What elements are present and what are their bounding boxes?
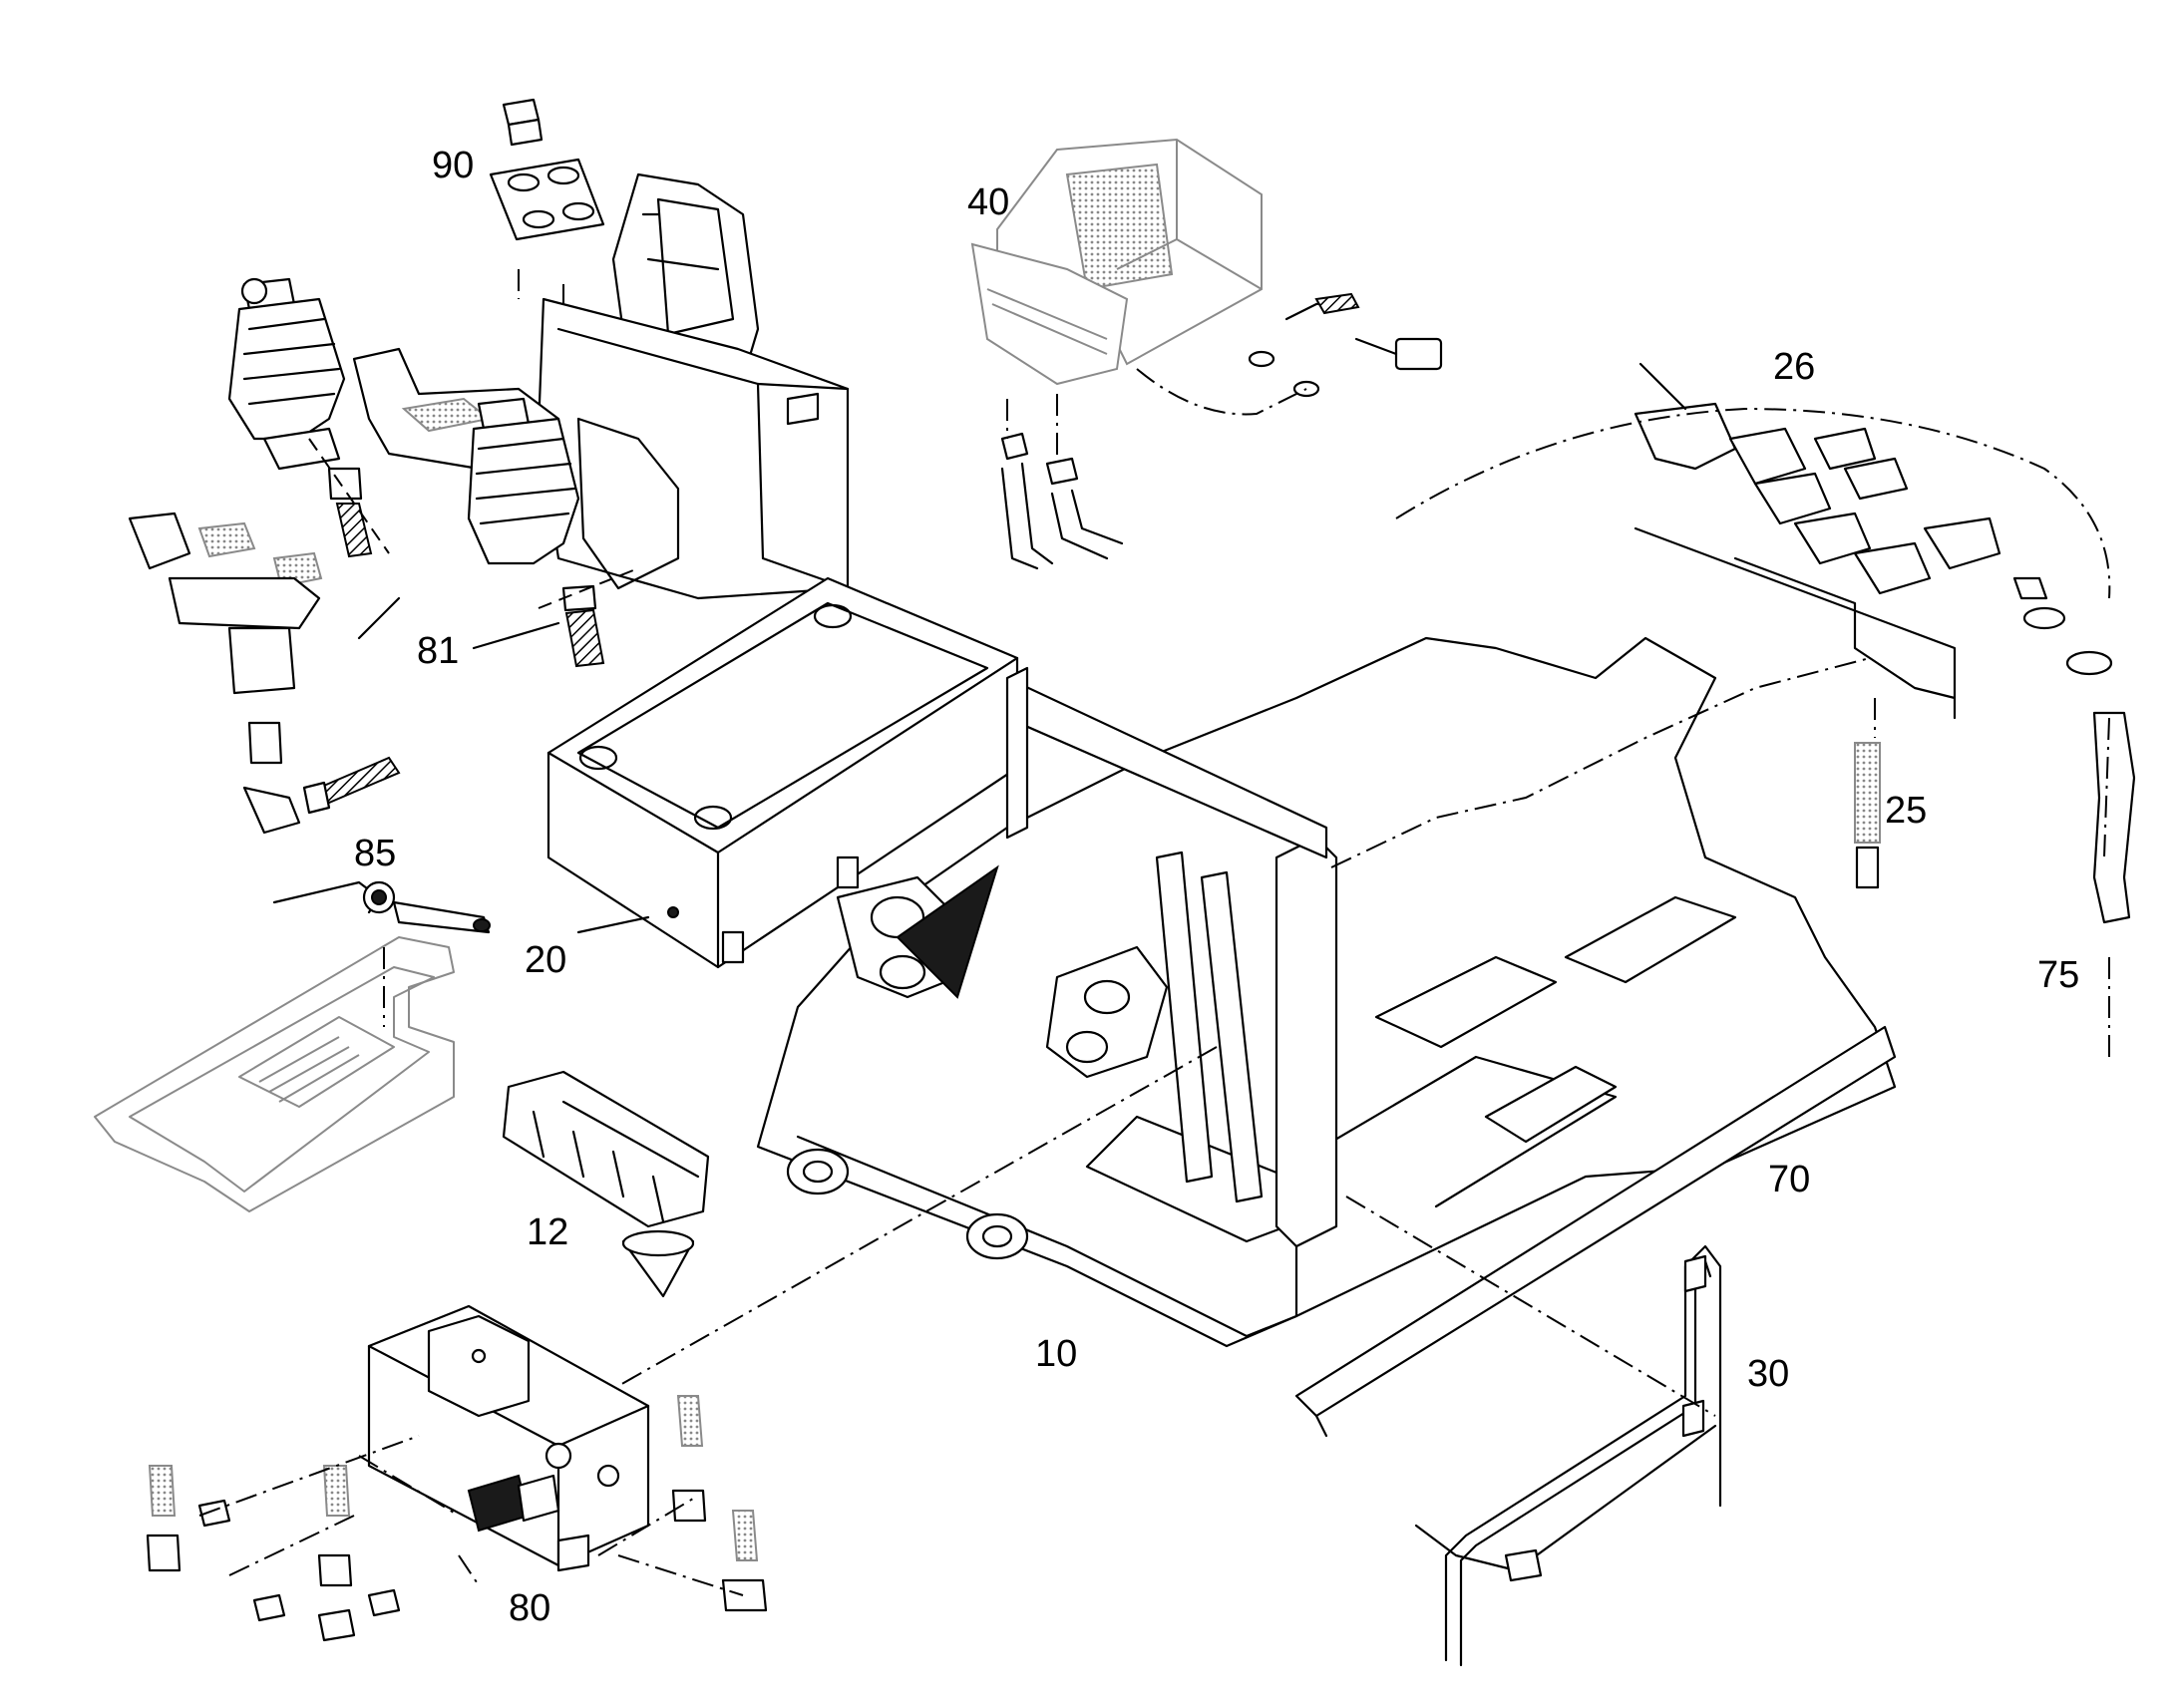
callout-85: 85 <box>354 833 396 874</box>
hose-75 <box>2092 711 2136 924</box>
pedal-assembly <box>128 512 323 835</box>
callout-75: 75 <box>2037 954 2079 996</box>
callout-70: 70 <box>1768 1159 1810 1200</box>
heater-unit-40 <box>970 138 1443 398</box>
guard-rail-30 <box>1414 1244 1722 1667</box>
knob-90 <box>489 98 605 241</box>
callout-25: 25 <box>1885 790 1927 832</box>
callout-81: 81 <box>417 630 459 672</box>
joystick-right <box>467 397 605 668</box>
clamp-set-26 <box>1634 402 2113 720</box>
callout-12: 12 <box>527 1211 568 1253</box>
hose-81-lower <box>302 756 401 815</box>
callout-90: 90 <box>432 145 474 186</box>
callout-10: 10 <box>1035 1333 1077 1375</box>
callout-40: 40 <box>967 181 1009 223</box>
callout-80: 80 <box>509 1587 550 1629</box>
lever-85 <box>272 880 491 934</box>
leader-lines <box>198 269 2111 1596</box>
callout-30: 30 <box>1747 1353 1789 1395</box>
callout-26: 26 <box>1773 346 1815 388</box>
main-frame-10 <box>756 636 1897 1438</box>
battery-box-20 <box>546 576 1029 969</box>
operator-seat-assembly <box>352 172 850 600</box>
step-12 <box>502 1070 710 1298</box>
valve-block-80 <box>367 1304 650 1572</box>
hose-25 <box>1854 742 1881 889</box>
callout-labels: 90 40 26 81 25 85 20 75 70 12 10 30 80 <box>354 145 2079 1629</box>
callout-ticks <box>357 362 1687 934</box>
floor-mat <box>94 936 455 1212</box>
joystick-left <box>227 277 373 558</box>
heater-hoses <box>1000 432 1124 570</box>
callout-20: 20 <box>525 939 566 981</box>
